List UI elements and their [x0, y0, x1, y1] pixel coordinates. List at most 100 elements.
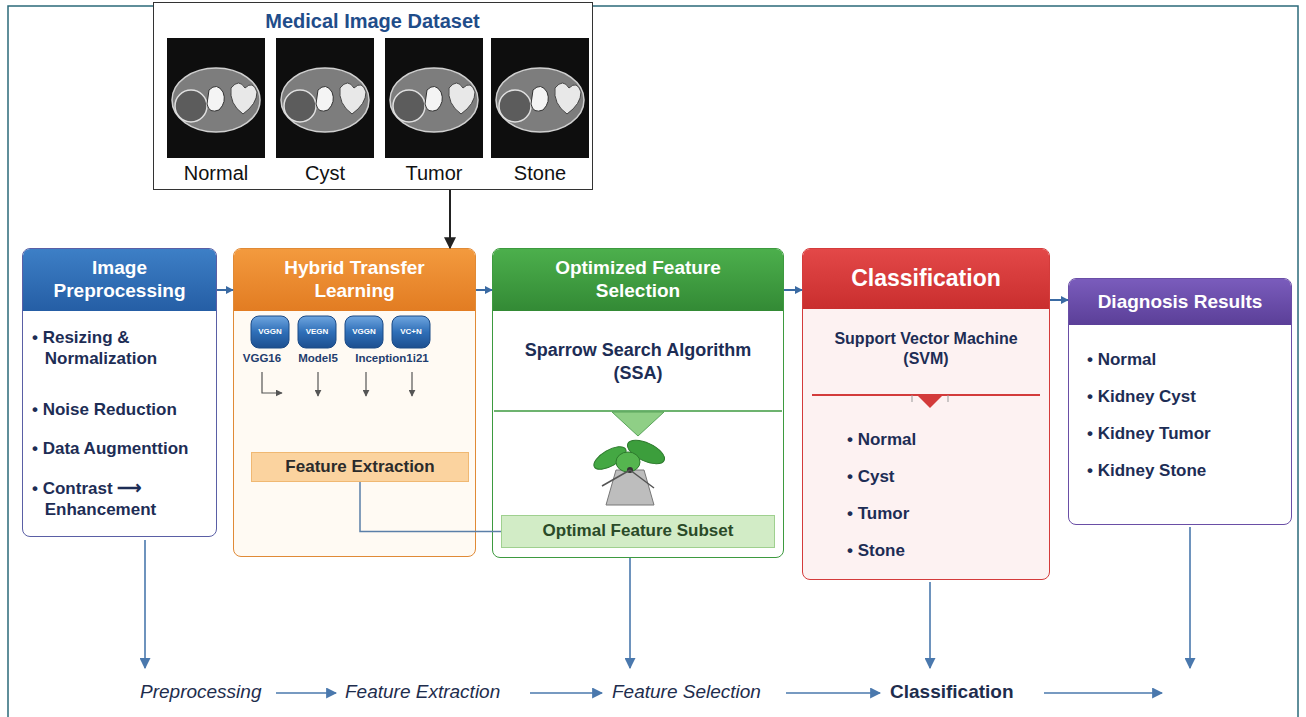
flow-step: Feature Extraction — [345, 681, 500, 704]
scan-images — [167, 38, 589, 158]
bullet-item: • Cyst — [847, 466, 1037, 487]
bullet-item: • Kidney Cyst — [1087, 386, 1287, 407]
ct-scan-part — [316, 86, 333, 111]
model-arrows-part — [411, 372, 412, 396]
sparrow-illustration — [590, 435, 668, 505]
flow-arrows-part — [530, 692, 602, 694]
ct-scan-part — [231, 83, 257, 114]
method-name: Sparrow Search Algorithm (SSA) — [503, 339, 773, 384]
sparrow-illustration-part — [590, 442, 629, 474]
sparrow-illustration-part — [606, 470, 654, 505]
stage-down-arrows-part — [1189, 527, 1191, 668]
model-name: VGG16 — [232, 352, 292, 366]
ct-scan-part — [425, 86, 442, 111]
ct-scan-part — [284, 90, 316, 122]
panel-title: Medical Image Dataset — [154, 9, 591, 33]
stage-heading: Optimized Feature Selection — [493, 249, 783, 311]
stage-box: Optimized Feature SelectionSparrow Searc… — [492, 248, 784, 558]
bullet-item: • Kidney Tumor — [1087, 423, 1287, 444]
stage-heading: Hybrid Transfer Learning — [234, 249, 475, 311]
svm-divider-part — [918, 396, 942, 408]
ct-scan — [276, 38, 374, 158]
sparrow-illustration-part — [627, 467, 633, 473]
ct-scan-part — [385, 38, 483, 158]
ct-scan-part — [449, 83, 475, 114]
stage-down-arrows-part — [144, 540, 146, 668]
image-label: Tumor — [384, 162, 484, 185]
image-label: Normal — [166, 162, 266, 185]
sparrow-illustration-part — [616, 452, 640, 472]
model-arrows-part — [317, 372, 318, 396]
bullet-item: • Resizing & Normalization — [32, 327, 210, 370]
ssa-divider-part — [612, 412, 664, 436]
ct-scan — [167, 38, 265, 158]
model-icons-part — [298, 316, 336, 348]
flow-arrows-part — [1044, 692, 1162, 694]
model-arrows-part — [262, 372, 282, 393]
flow-step: Preprocessing — [140, 681, 261, 704]
model-icons-part — [392, 316, 430, 348]
ct-scan-part — [276, 38, 374, 158]
flow-connector — [476, 289, 492, 291]
stage-box: Diagnosis Results • Normal • Kidney Cyst • … — [1068, 278, 1292, 525]
stage-box: Image Preprocessing • Resizing & Normaliz… — [22, 248, 217, 537]
bullet-item: • Contrast ⟶ Enhancement — [32, 478, 210, 521]
box-label: Feature Extraction — [279, 454, 440, 480]
image-label: Stone — [490, 162, 590, 185]
image-label: Cyst — [275, 162, 375, 185]
bullet-item: • Noise Reduction — [32, 399, 210, 420]
ct-scan-part — [531, 86, 548, 111]
bullet-item: • Normal — [1087, 349, 1287, 370]
feature-box: Feature Extraction — [251, 452, 469, 482]
ssa-divider — [494, 411, 782, 436]
ct-scan-part — [491, 38, 589, 158]
icon-text: VC+N — [392, 327, 430, 337]
icon-text: VGGN — [251, 327, 289, 337]
stage-down-arrows-part — [629, 557, 631, 668]
ct-scan-part — [499, 90, 531, 122]
ct-scan-part — [207, 86, 224, 111]
method-name: Support Vector Machine (SVM) — [811, 329, 1041, 369]
ct-scan-part — [340, 83, 366, 114]
ssa-divider-part — [494, 410, 782, 412]
svm-divider — [812, 395, 1040, 408]
ct-scan-part — [390, 68, 478, 132]
icon-text: VEGN — [298, 327, 336, 337]
dataset-panel: Medical Image Dataset — [153, 2, 593, 190]
icon-text: VGGN — [345, 327, 383, 337]
flow-connector — [360, 482, 501, 532]
bullet-item: • Data Augmenttion — [32, 438, 210, 459]
flow-arrows-part — [276, 692, 336, 694]
flow-connector — [784, 289, 802, 291]
box-label: Optimal Feature Subset — [537, 518, 740, 544]
bullet-item: • Kidney Stone — [1087, 460, 1287, 481]
model-name: Inception1i21 — [346, 352, 438, 366]
subset-box: Optimal Feature Subset — [501, 515, 775, 548]
flow-connector — [449, 190, 451, 248]
svm-divider-part — [812, 394, 1040, 396]
model-icons-part — [251, 316, 289, 348]
ct-scan-part — [393, 90, 425, 122]
ct-scan-part — [175, 90, 207, 122]
model-icons — [251, 316, 430, 348]
svm-divider-part — [912, 395, 948, 402]
ct-scan-part — [496, 68, 584, 132]
bullet-item: • Normal — [847, 429, 1037, 450]
stage-heading: Diagnosis Results — [1069, 279, 1291, 325]
stage-box: ClassificationSupport Vector Machine (SV… — [802, 248, 1050, 580]
stage-heading: Classification — [803, 249, 1049, 309]
bullet-item: • Stone — [847, 540, 1037, 561]
ct-scan — [385, 38, 483, 158]
flow-step: Classification — [890, 681, 1014, 704]
ct-scan-part — [172, 68, 260, 132]
flow-connector — [217, 289, 233, 291]
model-arrows-part — [365, 372, 366, 396]
stage-down-arrows-part — [929, 582, 931, 668]
ct-scan-part — [555, 83, 581, 114]
ct-scan-part — [281, 68, 369, 132]
model-arrows — [262, 372, 412, 396]
flow-connector — [1050, 299, 1068, 301]
ct-scan-part — [167, 38, 265, 158]
stage-heading: Image Preprocessing — [23, 249, 216, 311]
model-icons-part — [345, 316, 383, 348]
